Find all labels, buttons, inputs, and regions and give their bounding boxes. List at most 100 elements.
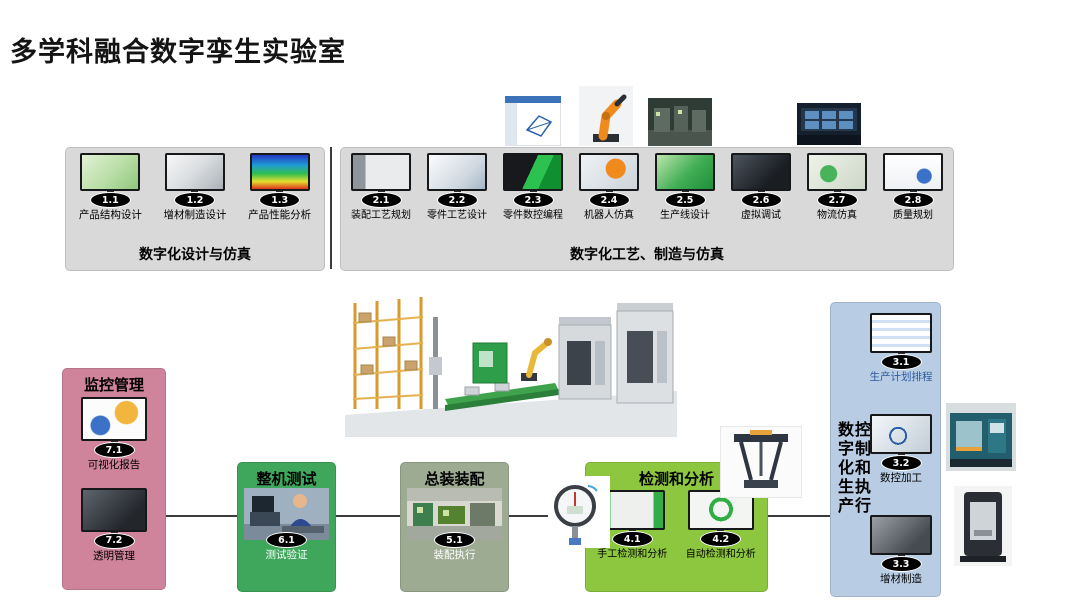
station-column: 3.1 生产计划排程 3.2 数控加工 3.3 增材制造: [865, 313, 937, 586]
station-number-badge: 3.3: [880, 556, 922, 573]
panel-title: 数字化设计与仿真: [139, 247, 251, 263]
control-room-photo: [797, 103, 861, 145]
station-label: 物流仿真: [817, 210, 857, 221]
monitor-icon: [579, 153, 639, 191]
station-2-7: 2.7 物流仿真: [807, 153, 867, 221]
station-7-1: 7.1 可视化报告: [81, 397, 147, 472]
monitor-icon: [599, 490, 666, 530]
station-2-5: 2.5 生产线设计: [655, 153, 715, 221]
monitor-icon: [883, 153, 943, 191]
station-label: 产品结构设计: [78, 209, 142, 221]
panel-digital-production-control: 数字化生产 控制和执行 3.1 生产计划排程 3.2 数控加工 3.3 增材制造: [830, 302, 941, 597]
station-number-badge: 7.2: [93, 532, 135, 549]
station-number-badge: 2.7: [816, 192, 858, 208]
panel-title-vertical: 数字化生产 控制和执行: [835, 420, 871, 516]
station-label: 虚拟调试: [741, 210, 781, 221]
connector-line: [334, 515, 400, 517]
monitor-icon: [249, 153, 310, 191]
panel-title: 检测和分析: [638, 470, 714, 488]
production-line-image: [345, 287, 677, 437]
connector-line: [507, 515, 585, 517]
panel-final-assembly: 总装装配 5.1 装配执行: [400, 462, 509, 592]
robot-arm-image: [579, 86, 633, 146]
station-number-badge: 2.5: [664, 192, 706, 208]
station-number-badge: 1.3: [259, 192, 301, 208]
connector-line: [330, 147, 332, 269]
station-number-badge: 2.2: [436, 192, 478, 208]
station-label: 增材制造: [880, 573, 922, 586]
station-label: 装配工艺规划: [351, 210, 411, 221]
panel-digital-process-manufacturing: 2.1 装配工艺规划 2.2 零件工艺设计 2.3 零件数控编程 2.4 机器人…: [340, 147, 954, 271]
station-label: 零件工艺设计: [427, 210, 487, 221]
station-column: 5.1 装配执行: [401, 488, 508, 562]
monitor-icon: [81, 487, 147, 532]
station-label: 产品性能分析: [248, 209, 312, 221]
station-7-2: 7.2 透明管理: [81, 487, 147, 563]
station-1-3: 1.3 产品性能分析: [248, 153, 311, 222]
station-number-badge: 2.4: [588, 192, 630, 208]
station-number-badge: 2.6: [740, 192, 782, 208]
station-2-1: 2.1 装配工艺规划: [351, 153, 411, 221]
station-label: 手工检测和分析: [597, 549, 668, 560]
station-label: 生产计划排程: [869, 371, 933, 383]
connector-line: [766, 515, 830, 517]
station-label: 可视化报告: [87, 459, 141, 471]
station-2-3: 2.3 零件数控编程: [503, 153, 563, 221]
connector-line: [164, 515, 237, 517]
station-number-badge: 4.1: [611, 531, 653, 547]
station-row: 2.1 装配工艺规划 2.2 零件工艺设计 2.3 零件数控编程 2.4 机器人…: [343, 153, 951, 221]
monitor-icon: [80, 153, 141, 191]
station-number-badge: 3.1: [880, 354, 922, 370]
station-3-1: 3.1 生产计划排程: [870, 313, 933, 384]
panel-digital-design-simulation: 1.1 产品结构设计 1.2 增材制造设计 1.3 产品性能分析 数字化设计与仿…: [65, 147, 325, 271]
panel-machine-testing: 整机测试 6.1 测试验证: [237, 462, 336, 592]
station-1-1: 1.1 产品结构设计: [79, 153, 142, 222]
test-bench-photo: [244, 488, 329, 540]
monitor-icon: [427, 153, 487, 191]
station-label: 零件数控编程: [503, 210, 563, 221]
station-row: 1.1 产品结构设计 1.2 增材制造设计 1.3 产品性能分析: [68, 153, 322, 222]
monitor-icon: [164, 153, 225, 191]
station-2-2: 2.2 零件工艺设计: [427, 153, 487, 221]
cad-software-screenshot: [504, 95, 562, 147]
panel-title: 总装装配: [424, 470, 485, 488]
station-number-badge: 6.1: [266, 532, 307, 548]
station-number-badge: 7.1: [93, 442, 135, 458]
cmm-machine-image: [719, 425, 803, 499]
monitor-icon: [655, 153, 715, 191]
station-column: 7.1 可视化报告 7.2 透明管理: [63, 397, 165, 562]
station-label: 自动检测和分析: [685, 549, 756, 560]
station-4-1: 4.1 手工检测和分析: [597, 490, 667, 560]
panel-monitoring-management: 监控管理 7.1 可视化报告 7.2 透明管理: [62, 368, 166, 590]
station-label: 测试验证: [265, 549, 308, 561]
station-4-2: 4.2 自动检测和分析: [686, 490, 756, 560]
station-number-badge: 2.8: [892, 192, 934, 208]
monitor-icon: [731, 153, 791, 191]
station-5-1: 5.1 装配执行: [407, 488, 502, 562]
station-2-8: 2.8 质量规划: [883, 153, 943, 221]
station-2-4: 2.4 机器人仿真: [579, 153, 639, 221]
station-1-2: 1.2 增材制造设计: [163, 153, 226, 222]
station-label: 透明管理: [93, 549, 135, 562]
station-column: 6.1 测试验证: [238, 488, 335, 562]
monitor-icon: [870, 313, 932, 353]
panel-title: 数字化工艺、制造与仿真: [570, 247, 724, 263]
station-label: 增材制造设计: [163, 209, 227, 221]
factory-photo: [648, 98, 712, 146]
station-number-badge: 1.2: [174, 192, 216, 208]
station-number-badge: 2.1: [360, 192, 402, 208]
monitor-icon: [807, 153, 867, 191]
station-2-6: 2.6 虚拟调试: [731, 153, 791, 221]
station-label: 质量规划: [893, 210, 933, 221]
panel-title: 整机测试: [256, 470, 317, 488]
assembly-line-photo: [407, 488, 502, 540]
station-number-badge: 4.2: [700, 531, 742, 547]
station-6-1: 6.1 测试验证: [244, 488, 329, 562]
station-row: 4.1 手工检测和分析 4.2 自动检测和分析: [588, 490, 765, 560]
panel-title: 监控管理: [83, 376, 144, 394]
station-number-badge: 5.1: [434, 532, 475, 548]
monitor-icon: [351, 153, 411, 191]
page-title: 多学科融合数字孪生实验室: [10, 37, 346, 68]
station-label: 生产线设计: [660, 210, 710, 221]
